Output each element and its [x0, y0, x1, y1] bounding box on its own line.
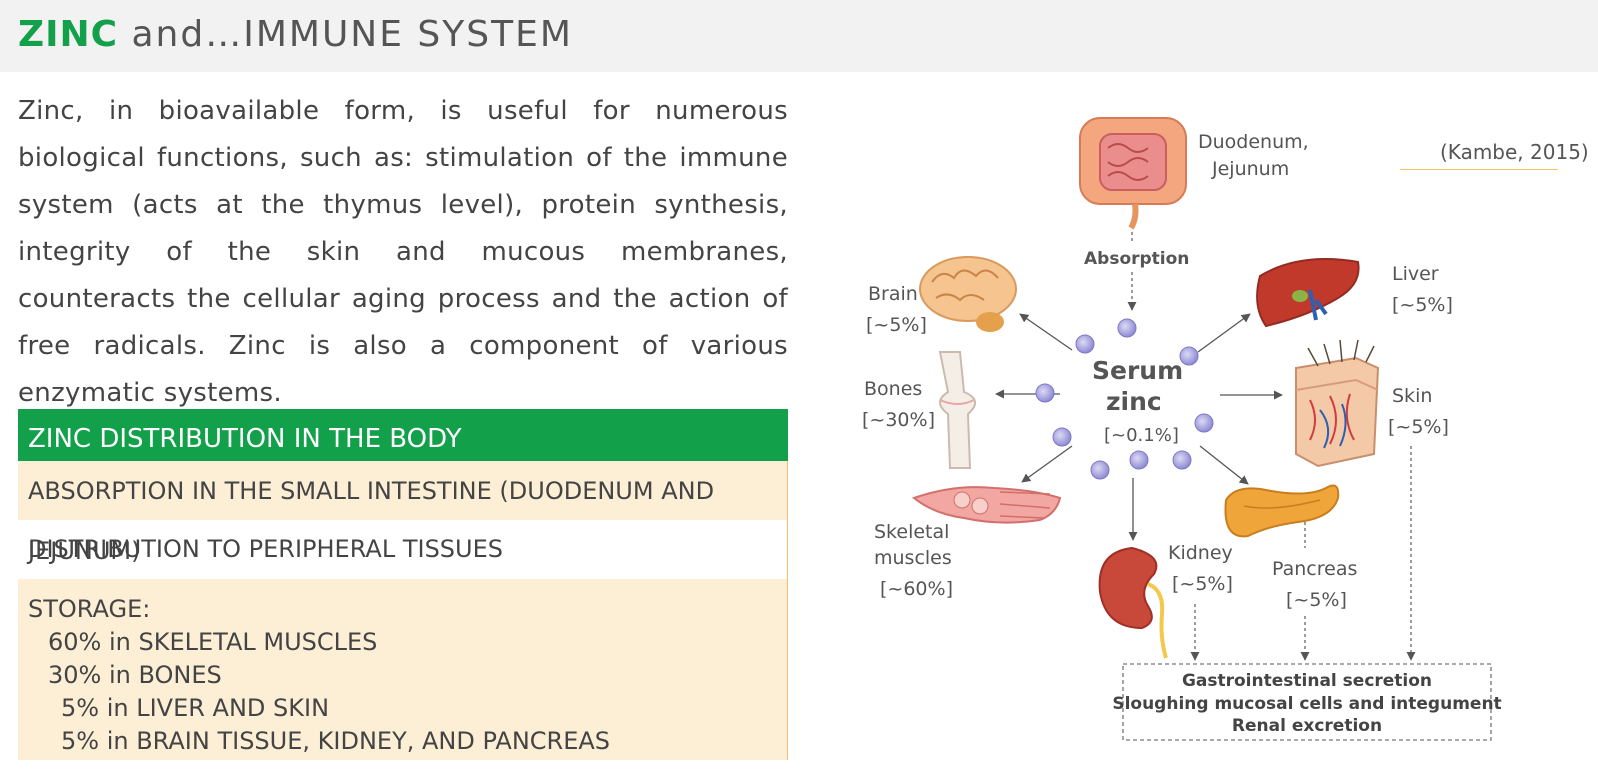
center-pct: [~0.1%] — [1104, 425, 1179, 446]
label-duodenum: Duodenum, — [1198, 131, 1309, 153]
storage-item: 5% in LIVER AND SKIN — [61, 694, 330, 722]
page-header: ZINC and…IMMUNE SYSTEM — [0, 0, 1598, 72]
label-skin-pct: [~5%] — [1388, 416, 1449, 438]
storage-title: STORAGE: — [28, 595, 151, 623]
label-brain-pct: [~5%] — [866, 314, 927, 336]
excretion-line: Sloughing mucosal cells and integument — [1112, 694, 1501, 714]
kidney-icon — [1098, 546, 1168, 659]
excretion-arrows — [1190, 446, 1416, 661]
center-serum: Serum — [1092, 356, 1183, 385]
table-row-storage: STORAGE: 60% in SKELETAL MUSCLES 30% in … — [18, 579, 788, 760]
label-skin: Skin — [1392, 385, 1432, 407]
label-absorption: Absorption — [1084, 249, 1189, 269]
skin-icon — [1295, 339, 1380, 468]
zinc-distribution-diagram: Duodenum, Jejunum Absorption Brain [~5%]… — [862, 117, 1502, 741]
label-jejunum: Jejunum — [1211, 158, 1289, 180]
title-zinc: ZINC — [18, 14, 119, 55]
label-pancreas: Pancreas — [1272, 558, 1357, 580]
table-row-distribution: DISTRIBUTION TO PERIPHERAL TISSUES — [18, 520, 788, 579]
page-title: ZINC and…IMMUNE SYSTEM — [18, 14, 573, 55]
brain-icon — [919, 256, 1017, 332]
storage-item: 5% in BRAIN TISSUE, KIDNEY, AND PANCREAS — [61, 727, 611, 755]
title-rest: and…IMMUNE SYSTEM — [118, 14, 573, 55]
intro-paragraph: Zinc, in bioavailable form, is useful fo… — [18, 96, 788, 408]
muscle-icon — [911, 486, 1062, 524]
distribution-table: ZINC DISTRIBUTION IN THE BODY ABSORPTION… — [18, 409, 788, 760]
knee-bone-icon — [938, 351, 976, 469]
storage-item: 60% in SKELETAL MUSCLES — [48, 628, 378, 656]
excretion-line: Gastrointestinal secretion — [1182, 671, 1432, 691]
label-bones: Bones — [864, 378, 922, 400]
intestine-icon — [1079, 117, 1187, 230]
table-heading: ZINC DISTRIBUTION IN THE BODY — [18, 409, 788, 461]
zinc-ions — [1035, 318, 1214, 480]
label-liver: Liver — [1392, 263, 1439, 285]
label-brain: Brain — [868, 283, 918, 305]
liver-icon — [1256, 258, 1360, 328]
citation-underline — [1400, 169, 1558, 170]
storage-item: 30% in BONES — [48, 661, 222, 689]
label-liver-pct: [~5%] — [1392, 294, 1453, 316]
label-muscles-pct: [~60%] — [880, 578, 953, 600]
citation: (Kambe, 2015) — [1440, 140, 1589, 164]
label-muscles: muscles — [874, 547, 952, 569]
pancreas-icon — [1224, 484, 1340, 538]
excretion-line: Renal excretion — [1232, 716, 1382, 736]
center-zinc: zinc — [1106, 387, 1162, 416]
label-pancreas-pct: [~5%] — [1286, 589, 1347, 611]
table-row-absorption: ABSORPTION IN THE SMALL INTESTINE (DUODE… — [18, 461, 788, 565]
label-skeletal: Skeletal — [874, 521, 949, 543]
label-bones-pct: [~30%] — [862, 409, 935, 431]
excretion-box — [1122, 663, 1492, 741]
label-kidney: Kidney — [1168, 542, 1233, 564]
label-kidney-pct: [~5%] — [1172, 573, 1233, 595]
